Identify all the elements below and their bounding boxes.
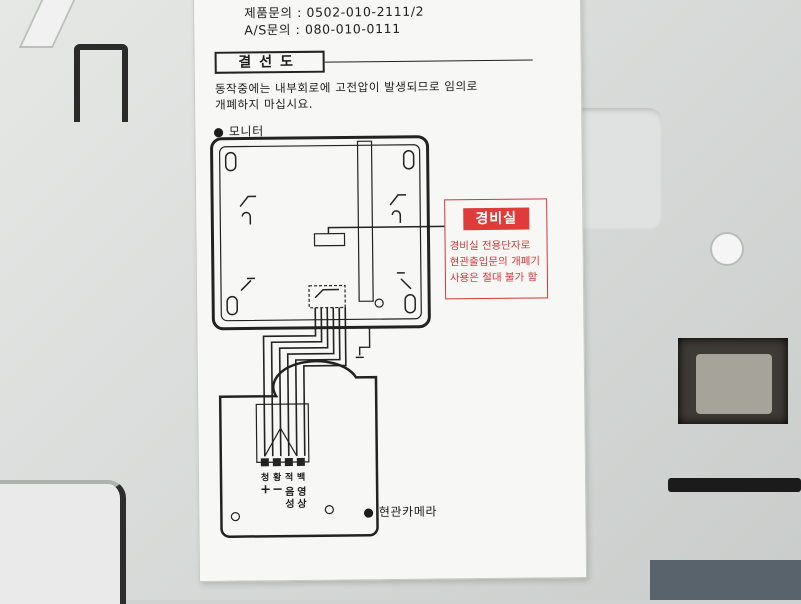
- wiring-label-sticker: 제품문의 : 0502-010-2111/2 A/S문의 : 080-010-0…: [192, 0, 588, 583]
- security-notice-line-3: 사용은 절대 불가 함: [449, 271, 538, 285]
- terminal-sign-minus: −: [272, 482, 284, 498]
- hook-mark: [240, 277, 255, 292]
- round-knob: [710, 232, 744, 266]
- camera-wires: [262, 307, 347, 457]
- mount-hole: [402, 150, 415, 170]
- security-notice-line-1: 경비실 전용단자로: [449, 239, 531, 253]
- hanger-slot-right: [668, 478, 801, 492]
- hook-mark: [239, 195, 257, 225]
- terminal-label-red: 적: [284, 473, 294, 484]
- security-notice-line-2: 현관출입문의 개폐기: [449, 255, 541, 269]
- hook-mark: [389, 194, 407, 223]
- terminal-bracket: [264, 426, 298, 457]
- security-room-notice: 경비실 경비실 전용단자로 현관출입문의 개폐기 사용은 절대 불가 함: [444, 198, 549, 300]
- camera-connector-zone: [308, 284, 346, 309]
- mount-hole: [404, 294, 416, 314]
- hanger-slot-left: [74, 44, 128, 122]
- monitor-inner-outline: [219, 144, 422, 322]
- terminal-sign-plus: +: [260, 482, 272, 498]
- rear-port-opening: [678, 338, 788, 424]
- screw-mark: [230, 512, 241, 522]
- hook-mark: [396, 272, 412, 290]
- mount-hole: [226, 295, 238, 316]
- screw-mark: [324, 505, 334, 515]
- security-connector: [313, 232, 346, 247]
- cable-channel: [356, 140, 374, 302]
- terminal-screws: [260, 457, 305, 467]
- wall-background: [650, 560, 801, 600]
- security-room-title: 경비실: [463, 207, 530, 231]
- port-component: [696, 354, 772, 414]
- camera-label: ● 현관카메라: [363, 504, 438, 520]
- monitor-outline: [210, 135, 431, 331]
- lower-clip: [0, 480, 126, 604]
- terminal-label-video-2: 상: [297, 498, 307, 510]
- mount-hole: [224, 151, 237, 172]
- connector-mark: [314, 288, 340, 299]
- security-wire: [327, 225, 445, 234]
- screw-mark: [374, 298, 384, 308]
- wiring-diagram: [210, 135, 445, 538]
- camera-outline: [218, 359, 379, 538]
- terminal-label-white: 백: [296, 472, 306, 483]
- terminal-label-sound-2: 성: [285, 499, 295, 511]
- terminal-block: [255, 403, 310, 464]
- ground-lead: [355, 327, 371, 359]
